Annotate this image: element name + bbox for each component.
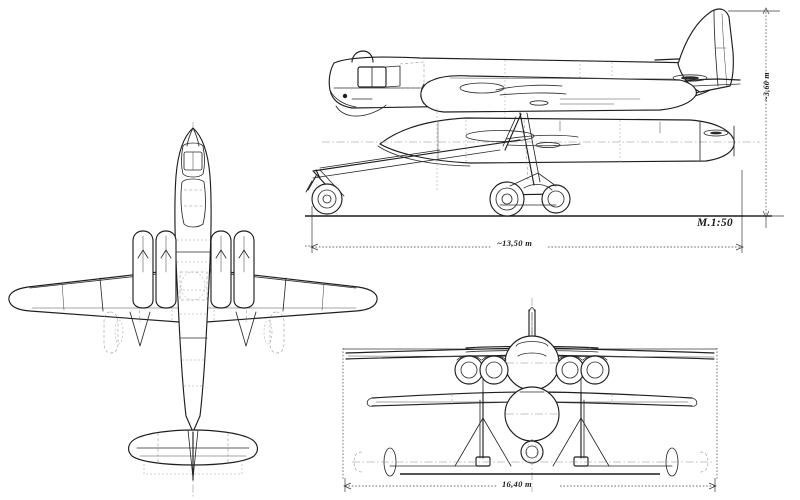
wingspan-dimension bbox=[343, 478, 717, 492]
plan-top-view bbox=[8, 122, 378, 498]
scale-label: M.1:50 bbox=[697, 217, 733, 229]
height-dimension-label: ~3,60 m bbox=[762, 72, 771, 101]
horizontal-tailplane-plan bbox=[128, 429, 258, 481]
cockpit-canopy-side bbox=[342, 50, 425, 100]
engine-nacelles-front bbox=[454, 355, 610, 393]
fuselage-front-lower bbox=[504, 386, 560, 442]
underwing-pods-plan bbox=[103, 311, 285, 354]
landing-gear-front bbox=[352, 391, 712, 477]
fuselage-front-upper bbox=[504, 335, 560, 391]
wingspan-dimension-label: 16,40 m bbox=[502, 479, 532, 489]
nose-gear-side bbox=[305, 139, 521, 215]
side-elevation-view bbox=[305, 8, 772, 217]
fuselage-planform bbox=[174, 127, 212, 433]
landing-gear-side bbox=[489, 112, 571, 217]
side-view-dimensions bbox=[305, 7, 784, 253]
engine-nacelles-plan bbox=[132, 230, 255, 309]
wing-side-profile bbox=[322, 117, 760, 167]
front-elevation-view bbox=[342, 298, 718, 492]
engine-nacelle-side bbox=[420, 75, 697, 113]
length-dimension-label: ~13,50 m bbox=[497, 238, 533, 248]
